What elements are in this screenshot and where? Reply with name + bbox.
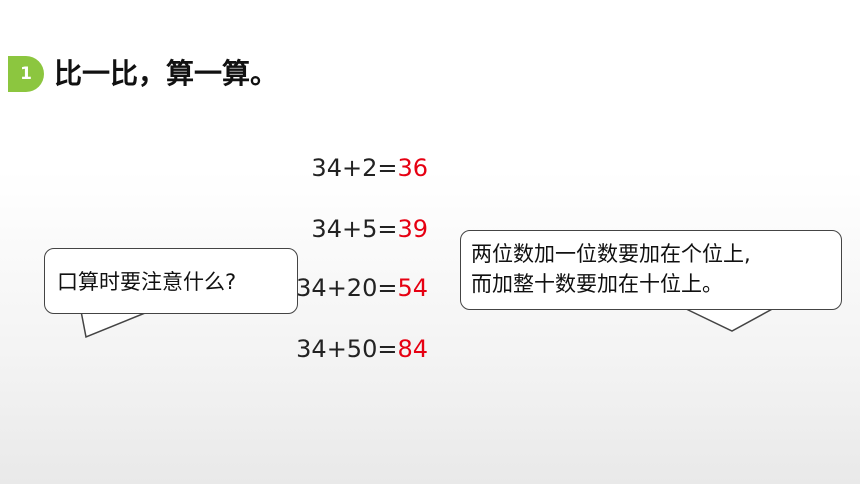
equation-1: 34+2=36 xyxy=(311,153,428,183)
question-bubble-tail xyxy=(80,310,151,339)
equation-expression: 34+50= xyxy=(296,335,398,363)
equation-2: 34+5=39 xyxy=(311,214,428,244)
equation-answer: 54 xyxy=(397,274,428,302)
equation-expression: 34+2= xyxy=(311,154,398,182)
equation-expression: 34+5= xyxy=(311,215,398,243)
equation-4: 34+50=84 xyxy=(296,334,428,364)
exercise-title: 比一比，算一算。 xyxy=(54,57,279,90)
equation-expression: 34+20= xyxy=(296,274,398,302)
equation-answer: 39 xyxy=(397,215,428,243)
question-text: 口算时要注意什么? xyxy=(57,270,237,294)
question-speech-bubble: 口算时要注意什么? xyxy=(44,248,298,314)
section-number: 1 xyxy=(20,64,32,84)
equation-3: 34+20=54 xyxy=(296,273,428,303)
section-number-badge: 1 xyxy=(8,56,44,92)
answer-text-line-1: 两位数加一位数要加在个位上, xyxy=(471,242,751,266)
equation-answer: 84 xyxy=(397,335,428,363)
equation-answer: 36 xyxy=(397,154,428,182)
answer-speech-bubble: 两位数加一位数要加在个位上, 而加整十数要加在十位上。 xyxy=(460,230,842,310)
answer-text-line-2: 而加整十数要加在十位上。 xyxy=(471,272,723,296)
answer-bubble-tail xyxy=(681,306,777,332)
